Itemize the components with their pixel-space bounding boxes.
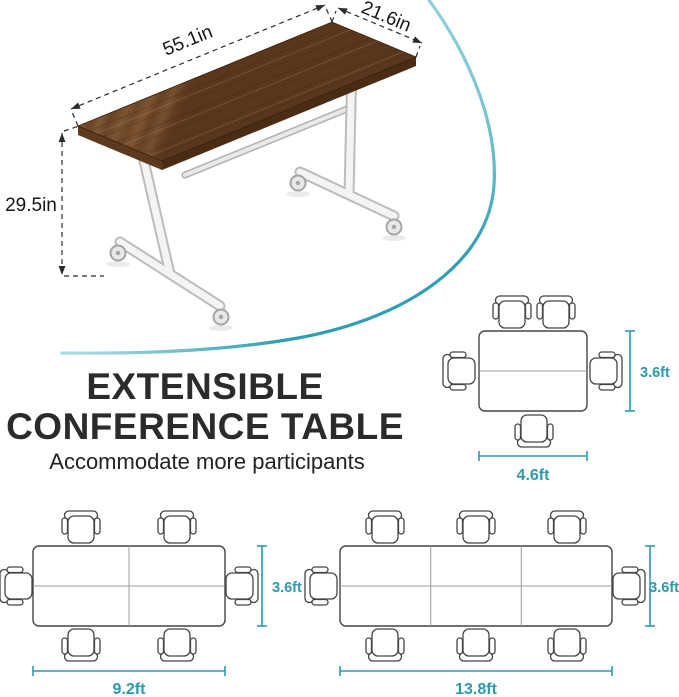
caster-shadow (382, 235, 406, 241)
height-dimension-label: 29.5in (5, 195, 57, 216)
chair-icon (589, 351, 623, 391)
tabletop-edge (78, 126, 162, 170)
accent-curve (60, 0, 496, 355)
layout-diagram-single: 3.6ft 4.6ft (442, 295, 670, 484)
tabletop-edge (162, 57, 416, 170)
table-3d-illustration: 55.1in 21.6in 29.5in (5, 0, 424, 331)
width-dimension-line (478, 451, 588, 461)
depth-dimension-label: 3.6ft (649, 580, 679, 596)
accent-curve-line (60, 0, 496, 355)
depth-dimension-label: 3.6ft (272, 580, 302, 596)
chair-icon (365, 628, 405, 662)
caster-shadow (286, 191, 310, 197)
wood-grain (89, 26, 408, 158)
chair-icon (456, 510, 496, 544)
width-dimension-label: 9.2ft (113, 681, 147, 697)
chair-icon (536, 295, 576, 329)
chair-icon (61, 628, 101, 662)
chair-icon (157, 510, 197, 544)
chair-icon (514, 414, 554, 448)
width-dimension-line (339, 666, 613, 676)
chair-icon (365, 510, 405, 544)
chair-icon (0, 566, 33, 606)
depth-dimension-label: 3.6ft (640, 365, 670, 381)
width-dimension-line (32, 666, 226, 676)
caster-shadow (106, 261, 130, 267)
chair-icon (225, 566, 259, 606)
length-dimension-label: 55.1in (160, 21, 216, 60)
subtitle: Accommodate more participants (49, 449, 364, 474)
tabletop-surface (76, 21, 418, 162)
title-line-1: EXTENSIBLE (86, 366, 323, 407)
heading-block: EXTENSIBLE CONFERENCE TABLE Accommodate … (6, 366, 404, 474)
depth-dimension-line (257, 545, 267, 627)
width-dimension-label: 4.6ft (517, 467, 551, 484)
chair-icon (547, 628, 587, 662)
chair-icon (304, 566, 338, 606)
depth-dimension-line (645, 545, 655, 627)
depth-dimension-line (625, 330, 635, 412)
chair-icon (61, 510, 101, 544)
chair-icon (547, 510, 587, 544)
width-dimension-label: 13.8ft (455, 681, 497, 697)
caster-shadow (209, 325, 233, 331)
layout-diagram-triple: 3.6ft 13.8ft (304, 510, 679, 697)
layout-diagram-double: 3.6ft 9.2ft (0, 510, 302, 697)
table-support-beam (181, 103, 356, 179)
depth-dimension-label: 21.6in (358, 0, 414, 37)
chair-icon (456, 628, 496, 662)
height-dimension: 29.5in (5, 125, 104, 277)
table-left-leg (109, 146, 230, 326)
chair-icon (157, 628, 197, 662)
chair-icon (442, 351, 476, 391)
title-line-2: CONFERENCE TABLE (6, 406, 404, 447)
chair-icon (612, 566, 646, 606)
chair-icon (492, 295, 532, 329)
